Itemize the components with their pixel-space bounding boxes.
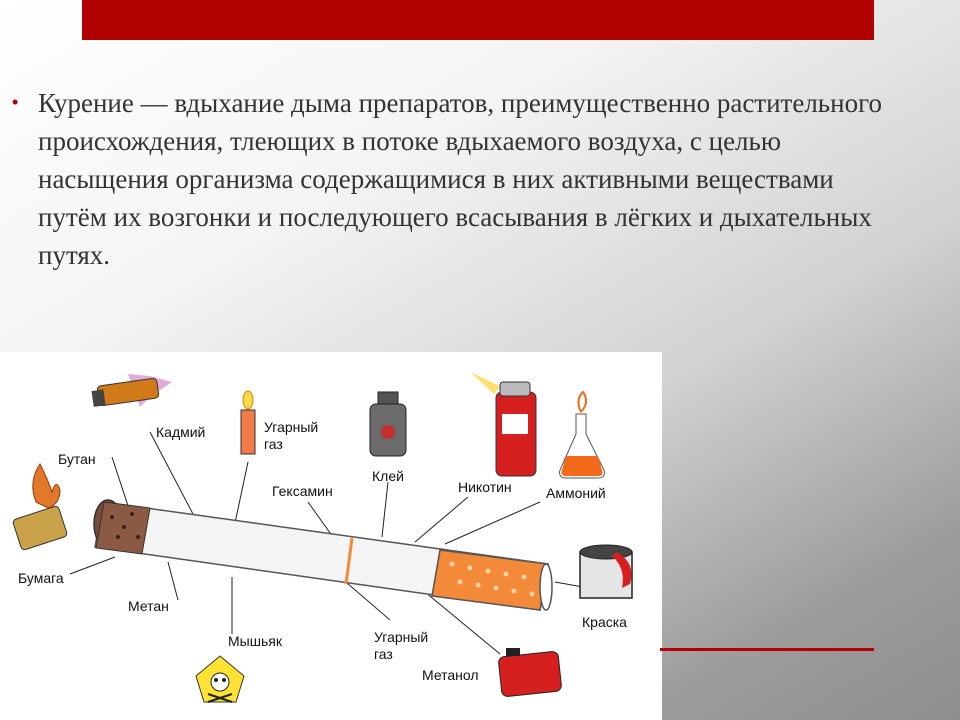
title-accent-bar bbox=[82, 0, 874, 40]
label-carbon-monoxide-bottom-2: газ bbox=[374, 646, 393, 662]
label-carbon-monoxide-bottom-1: Угарный bbox=[374, 629, 428, 645]
cigarette-icon bbox=[93, 499, 553, 611]
flask-icon bbox=[559, 390, 605, 479]
label-cadmium: Кадмий bbox=[156, 424, 205, 440]
label-carbon-monoxide-top-1: Угарный bbox=[264, 419, 318, 435]
lighter-icon bbox=[12, 463, 68, 551]
bullet-icon: • bbox=[12, 92, 19, 112]
footer-accent-line bbox=[660, 648, 874, 651]
label-ammonia: Аммоний bbox=[546, 485, 606, 501]
label-carbon-monoxide-top-2: газ bbox=[264, 436, 283, 452]
label-arsenic: Мышьяк bbox=[228, 633, 283, 649]
skull-warning-icon bbox=[195, 655, 245, 703]
spray-can-icon bbox=[470, 372, 537, 477]
paint-can-icon bbox=[579, 544, 633, 599]
pointer-lines bbox=[69, 431, 584, 655]
label-methane: Метан bbox=[128, 598, 169, 614]
glue-bottle-icon bbox=[369, 391, 407, 457]
label-paper: Бумага bbox=[18, 570, 64, 586]
label-methanol: Метанол bbox=[422, 667, 479, 683]
label-paint: Краска bbox=[582, 614, 627, 630]
battery-icon bbox=[91, 374, 172, 407]
label-butane: Бутан bbox=[58, 451, 96, 467]
definition-text: Курение — вдыхание дыма препаратов, преи… bbox=[38, 88, 882, 270]
candle-icon bbox=[240, 390, 256, 455]
label-glue: Клей bbox=[372, 468, 404, 484]
fuel-canister-icon bbox=[498, 648, 562, 697]
cigarette-ingredients-illustration: Кадмий Угарный газ Бутан Гексамин Клей Н… bbox=[0, 352, 662, 720]
label-nicotine: Никотин bbox=[458, 479, 512, 495]
label-hexamine: Гексамин bbox=[272, 483, 333, 499]
